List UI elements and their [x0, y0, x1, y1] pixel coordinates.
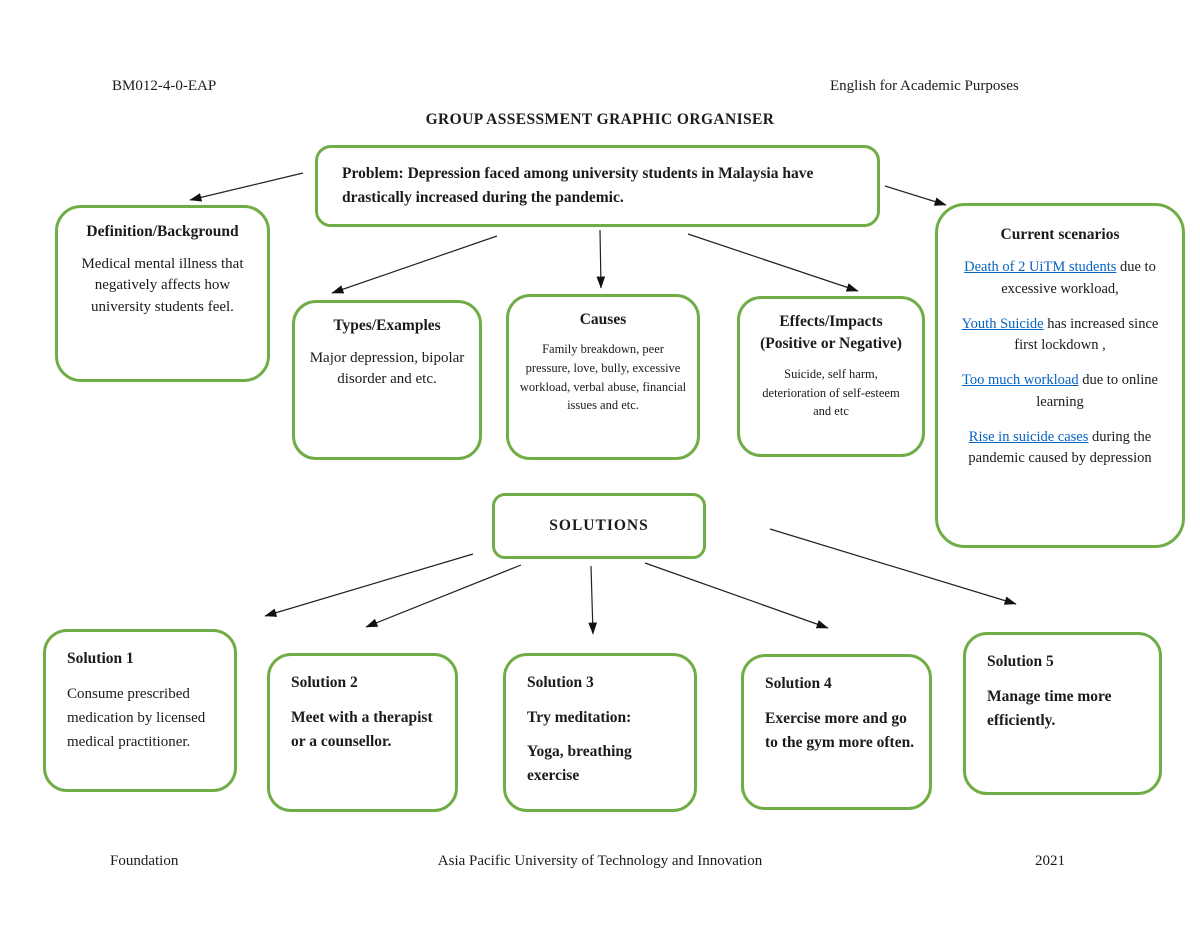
solution-3-title: Solution 3: [527, 674, 594, 691]
footer-programme: Foundation: [110, 853, 179, 869]
course-code: BM012-4-0-EAP: [112, 78, 217, 94]
scenario-item: Rise in suicide cases during the pandemi…: [950, 427, 1170, 471]
scenario-link-youth-suicide[interactable]: Youth Suicide: [961, 315, 1044, 332]
scenario-text: during the pandemic caused by depression: [968, 428, 1152, 467]
arrow-solutions-to-solution2: [365, 564, 522, 628]
scenario-item: Death of 2 UiTM students due to excessiv…: [950, 257, 1170, 301]
current-scenarios-title: Current scenarios: [1000, 226, 1120, 243]
solutions-hub-box: SOLUTIONS: [492, 493, 706, 559]
arrow-problem-to-effects: [687, 233, 859, 292]
current-scenarios-box: Current scenarios Death of 2 UiTM studen…: [935, 203, 1185, 548]
scenario-link-uitm-students[interactable]: Death of 2 UiTM students: [964, 259, 1117, 275]
arrow-solutions-to-solution3: [588, 565, 597, 635]
footer-year: 2021: [1035, 853, 1065, 869]
causes-body: Family breakdown, peer pressure, love, b…: [519, 342, 687, 413]
effects-title: Effects/Impacts (Positive or Negative): [760, 313, 902, 353]
problem-text: Problem: Depression faced among universi…: [342, 165, 814, 207]
arrow-solutions-to-solution4: [644, 562, 829, 629]
solution-1-box: Solution 1 Consume prescribed medication…: [43, 629, 237, 792]
solution-3-body-2: Yoga, breathing exercise: [527, 743, 632, 785]
definition-box: Definition/Background Medical mental ill…: [55, 205, 270, 382]
causes-title: Causes: [579, 311, 627, 328]
problem-box: Problem: Depression faced among universi…: [315, 145, 880, 227]
arrow-problem-to-causes: [596, 229, 606, 289]
solution-3-box: Solution 3 Try meditation: Yoga, breathi…: [503, 653, 697, 812]
types-box: Types/Examples Major depression, bipolar…: [292, 300, 482, 460]
solution-5-title: Solution 5: [987, 653, 1054, 670]
solution-1-body: Consume prescribed medication by license…: [67, 686, 206, 750]
effects-box: Effects/Impacts (Positive or Negative) S…: [737, 296, 925, 457]
types-body: Major depression, bipolar disorder and e…: [309, 350, 465, 388]
solution-2-body: Meet with a therapist or a counsellor.: [291, 709, 433, 751]
solution-1-title: Solution 1: [67, 650, 134, 667]
solution-4-title: Solution 4: [765, 675, 832, 692]
scenario-text: due to excessive workload,: [1001, 259, 1156, 297]
scenario-link-workload[interactable]: Too much workload: [962, 372, 1079, 388]
arrow-problem-to-current-scenarios: [884, 185, 947, 206]
scenario-item: Youth Suicide has increased since first …: [950, 314, 1170, 358]
solution-5-body: Manage time more efficiently.: [987, 688, 1112, 730]
arrow-solutions-to-solution1: [264, 553, 474, 617]
page-title: GROUP ASSESSMENT GRAPHIC ORGANISER: [425, 111, 775, 128]
solutions-hub-label: SOLUTIONS: [549, 517, 649, 534]
scenario-item: Too much workload due to online learning: [950, 370, 1170, 414]
scenario-text: has increased since first lockdown ,: [1014, 315, 1159, 354]
definition-body: Medical mental illness that negatively a…: [81, 256, 244, 315]
arrow-problem-to-types: [331, 235, 498, 294]
solution-2-box: Solution 2 Meet with a therapist or a co…: [267, 653, 458, 812]
solution-4-body: Exercise more and go to the gym more oft…: [765, 710, 915, 752]
effects-body: Suicide, self harm, deterioration of sel…: [762, 366, 900, 419]
solution-5-box: Solution 5 Manage time more efficiently.: [963, 632, 1162, 795]
course-name: English for Academic Purposes: [830, 78, 1019, 94]
arrow-problem-to-definition: [189, 172, 304, 202]
scenario-text: due to online learning: [1036, 372, 1158, 410]
causes-box: Causes Family breakdown, peer pressure, …: [506, 294, 700, 460]
scenario-link-suicide-cases[interactable]: Rise in suicide cases: [968, 428, 1089, 445]
definition-title: Definition/Background: [86, 223, 239, 240]
types-title: Types/Examples: [333, 317, 441, 334]
solution-2-title: Solution 2: [291, 674, 358, 691]
footer-institution: Asia Pacific University of Technology an…: [437, 853, 763, 869]
solution-3-body: Try meditation:: [527, 709, 632, 726]
solution-4-box: Solution 4 Exercise more and go to the g…: [741, 654, 932, 810]
